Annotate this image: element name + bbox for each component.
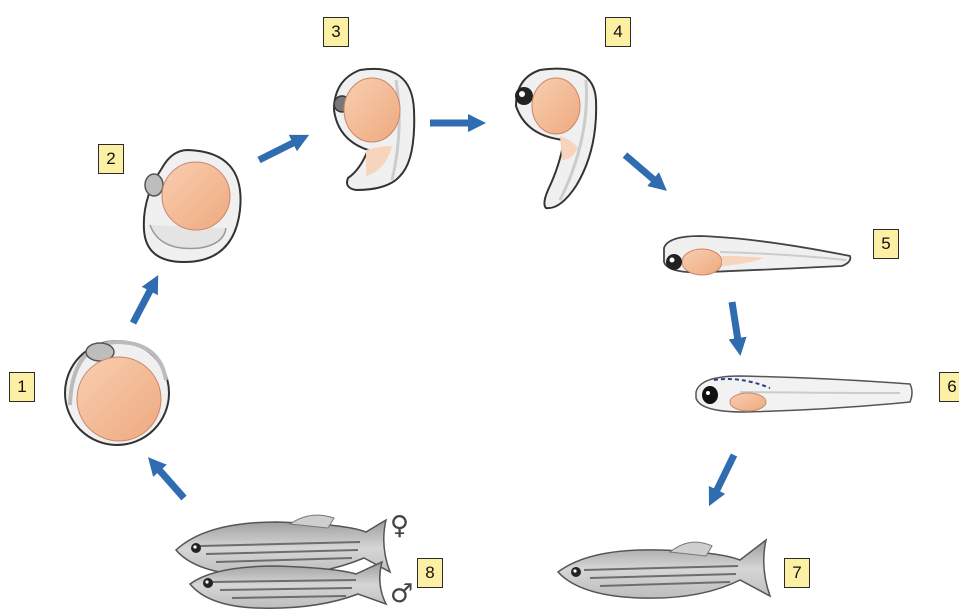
- stage-label-1: 1: [9, 372, 35, 402]
- stage-label-8: 8: [417, 558, 443, 588]
- male-symbol: ♂: [390, 581, 413, 607]
- adult-fish-7: [558, 540, 770, 598]
- arrow-1-to-2: [133, 283, 154, 323]
- stage-5-larva: [664, 236, 850, 275]
- stage-label-4: 4: [605, 17, 631, 47]
- arrow-2-to-3: [259, 139, 301, 160]
- stage-label-3: 3: [323, 17, 349, 47]
- stage-label-7: 7: [784, 558, 810, 588]
- stage-6-larva: [696, 376, 912, 412]
- female-symbol: ♀: [390, 513, 409, 539]
- arrow-8-to-1: [154, 464, 184, 498]
- stage-2-embryo: [144, 150, 241, 262]
- adult-fish-pair-8: [176, 515, 390, 608]
- arrow-5-to-6: [732, 302, 739, 347]
- arrow-6-to-7: [713, 455, 734, 498]
- stage-label-2: 2: [98, 144, 124, 174]
- stage-3-embryo: [334, 69, 414, 190]
- stage-label-5: 5: [873, 229, 899, 259]
- stage-1-embryo: [65, 341, 169, 445]
- stage-4-embryo: [515, 69, 596, 209]
- arrow-4-to-5: [625, 155, 660, 185]
- stage-label-6: 6: [939, 372, 959, 402]
